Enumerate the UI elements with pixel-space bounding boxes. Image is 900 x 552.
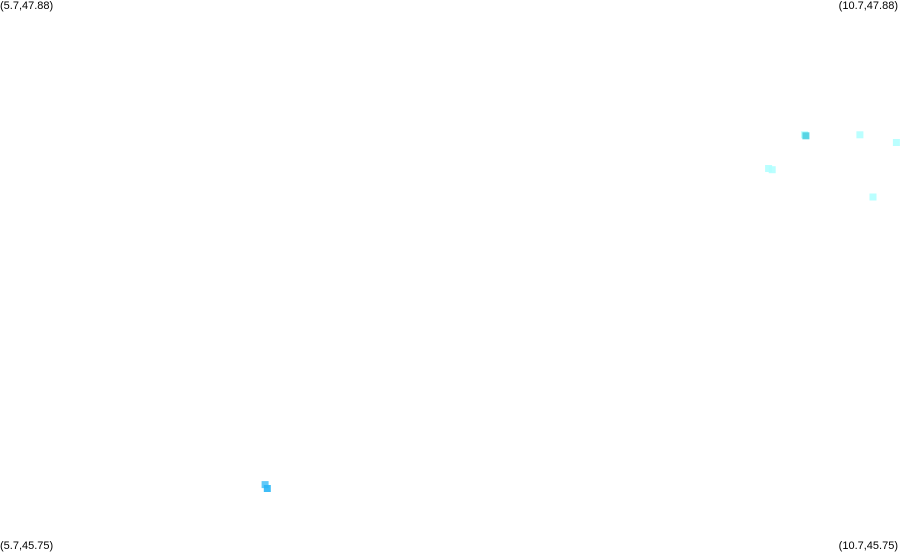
corner-label-bottom-left: (5.7,45.75) bbox=[0, 540, 54, 552]
map-point-6 bbox=[892, 139, 900, 146]
map-point-9 bbox=[869, 193, 877, 201]
corner-label-bottom-right: (10.7,45.75) bbox=[838, 540, 898, 552]
corner-label-top-right: (10.7,47.88) bbox=[838, 0, 898, 12]
map-point-8 bbox=[768, 166, 776, 174]
map-point-5 bbox=[856, 131, 864, 139]
map-point-7 bbox=[765, 165, 773, 172]
map-point-2 bbox=[263, 485, 271, 492]
corner-label-top-left: (5.7,47.88) bbox=[0, 0, 54, 12]
map-point-4 bbox=[802, 132, 810, 140]
map-point-1 bbox=[261, 481, 269, 489]
